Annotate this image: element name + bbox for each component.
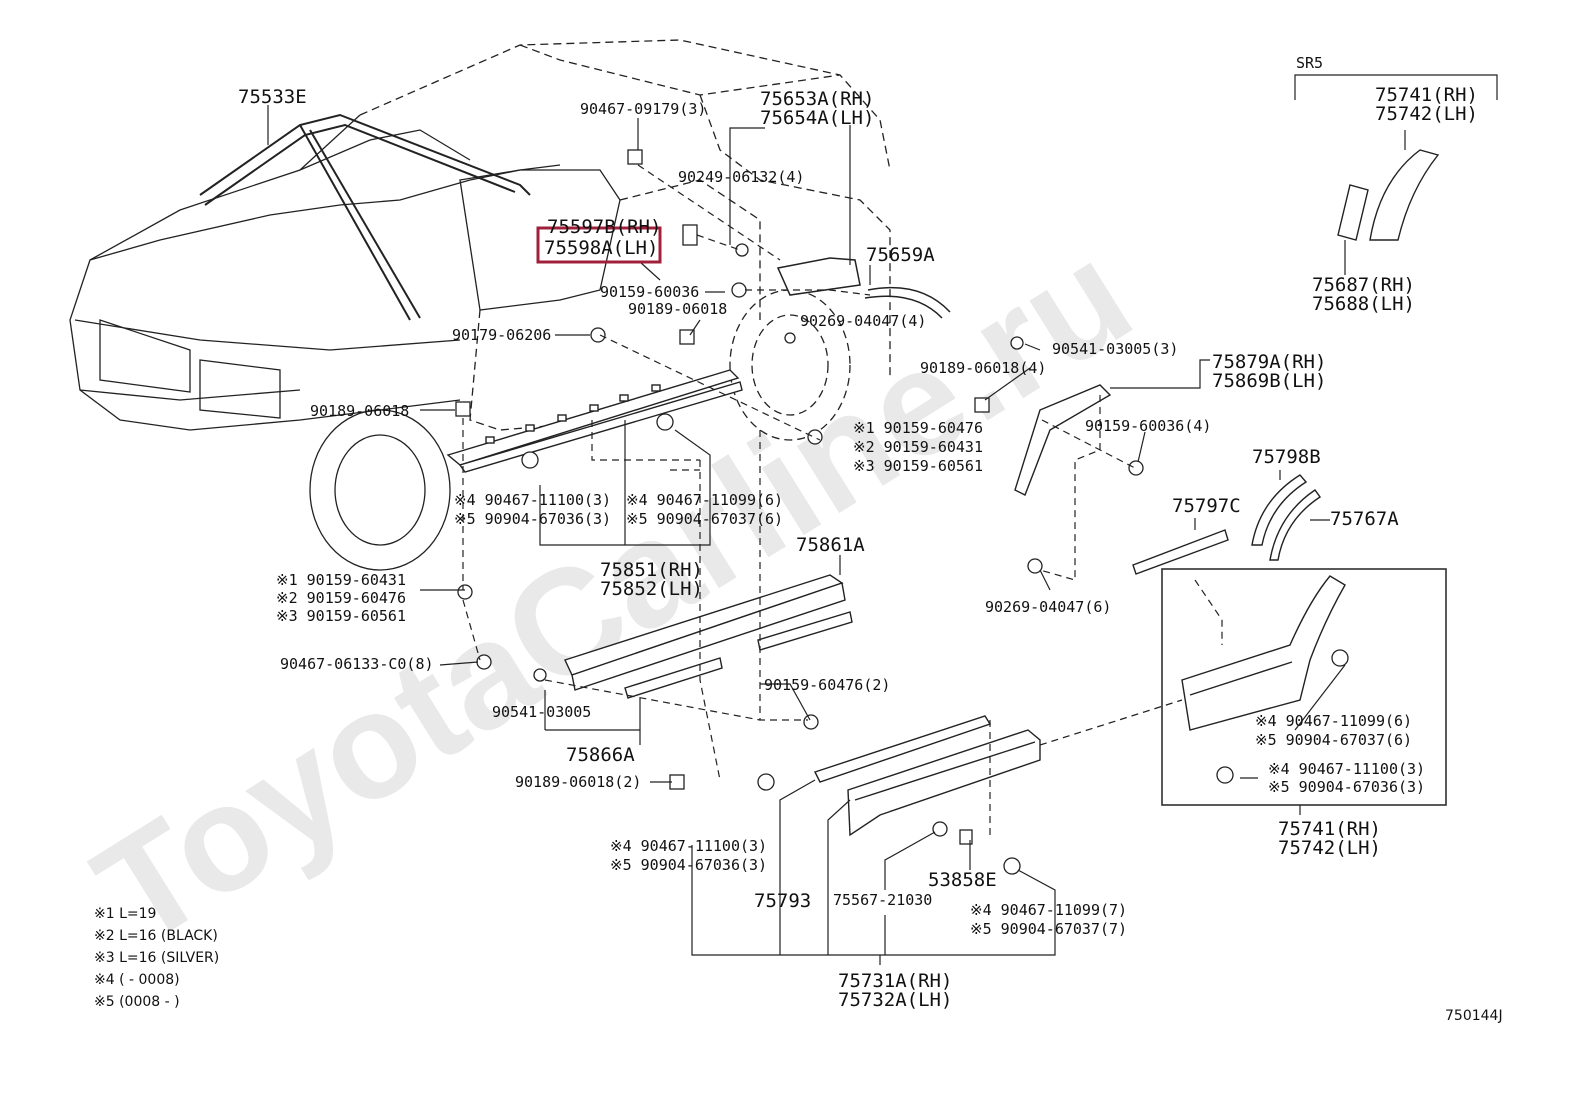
rear-fender-flare-75741[interactable]	[1181, 575, 1346, 731]
label-90189-06018-top[interactable]: 90189-06018	[628, 300, 727, 318]
label-75533E[interactable]: 75533E	[238, 86, 307, 108]
rear-arch-trims[interactable]	[1014, 384, 1321, 575]
label-r3-90159-60561[interactable]: ※3 90159-60561	[853, 457, 983, 475]
label-75688[interactable]: 75688(LH)	[1312, 293, 1415, 315]
windshield-molding-75533E[interactable]	[199, 113, 531, 321]
fasteners	[455, 149, 1349, 875]
label-75687[interactable]: 75687(RH)	[1312, 274, 1415, 296]
label-90269-04047-4[interactable]: 90269-04047(4)	[800, 312, 926, 330]
label-75731A[interactable]: 75731A(RH)	[838, 970, 952, 992]
label-75597B[interactable]: 75597B(RH)	[547, 216, 661, 238]
label-90189-06018-4[interactable]: 90189-06018(4)	[920, 359, 1046, 377]
label-75793[interactable]: 75793	[754, 890, 811, 912]
label-b5-90904-67037[interactable]: ※5 90904-67037(6)	[1255, 731, 1412, 749]
label-m5-90904-67037[interactable]: ※5 90904-67037(6)	[626, 510, 783, 528]
leader-lines	[267, 74, 1498, 965]
label-90159-60036-4[interactable]: 90159-60036(4)	[1085, 417, 1211, 435]
label-75798B[interactable]: 75798B	[1252, 446, 1321, 468]
label-90179-06206[interactable]: 90179-06206	[452, 326, 551, 344]
label-l2-90159-60476[interactable]: ※2 90159-60476	[276, 589, 406, 607]
label-l3-90159-60561[interactable]: ※3 90159-60561	[276, 607, 406, 625]
label-75741-bottom[interactable]: 75741(RH)	[1278, 818, 1381, 840]
label-m4-90467-11099[interactable]: ※4 90467-11099(6)	[626, 491, 783, 509]
highlight-box	[536, 226, 662, 264]
label-r1-90159-60476[interactable]: ※1 90159-60476	[853, 419, 983, 437]
label-l1-90159-60431[interactable]: ※1 90159-60431	[276, 571, 406, 589]
label-90189-06018-2[interactable]: 90189-06018(2)	[515, 773, 641, 791]
door-molding-75731A[interactable]	[814, 715, 1041, 837]
note-1: ※1 L=19	[94, 906, 156, 922]
label-75598A-highlighted[interactable]: 75598A(LH)	[544, 237, 658, 259]
label-sr5[interactable]: SR5	[1296, 54, 1323, 72]
note-5: ※5 (0008 - )	[94, 994, 180, 1010]
label-c4-90467-11100[interactable]: ※4 90467-11100(3)	[610, 837, 767, 855]
label-90159-60476-2[interactable]: 90159-60476(2)	[764, 676, 890, 694]
dashed-connections	[462, 164, 1223, 840]
label-90159-60036[interactable]: 90159-60036	[600, 283, 699, 301]
rocker-molding-75851[interactable]	[446, 369, 743, 473]
label-75659A[interactable]: 75659A	[866, 244, 935, 266]
label-53858E[interactable]: 53858E	[928, 869, 997, 891]
label-75742-top[interactable]: 75742(LH)	[1375, 103, 1478, 125]
diagram-code: 750144J	[1445, 1008, 1503, 1024]
label-75732A[interactable]: 75732A(LH)	[838, 989, 952, 1011]
label-90541-03005-3[interactable]: 90541-03005(3)	[1052, 340, 1178, 358]
label-b4-90467-11099[interactable]: ※4 90467-11099(6)	[1255, 712, 1412, 730]
label-75741-top[interactable]: 75741(RH)	[1375, 84, 1478, 106]
label-75767A[interactable]: 75767A	[1330, 508, 1399, 530]
label-d4-90467-11099[interactable]: ※4 90467-11099(7)	[970, 901, 1127, 919]
label-75797C[interactable]: 75797C	[1172, 495, 1241, 517]
label-m4-90467-11100[interactable]: ※4 90467-11100(3)	[454, 491, 611, 509]
label-90269-04047-6[interactable]: 90269-04047(6)	[985, 598, 1111, 616]
label-c5-90904-67036[interactable]: ※5 90904-67036(3)	[610, 856, 767, 874]
label-90189-06018-left[interactable]: 90189-06018	[310, 402, 409, 420]
label-75653A[interactable]: 75653A(RH)	[760, 88, 874, 110]
label-90467-06133-C0[interactable]: 90467-06133-C0(8)	[280, 655, 434, 673]
label-75742-bottom[interactable]: 75742(LH)	[1278, 837, 1381, 859]
label-75866A[interactable]: 75866A	[566, 744, 635, 766]
label-b5-90904-67036[interactable]: ※5 90904-67036(3)	[1268, 778, 1425, 796]
label-75851[interactable]: 75851(RH)	[600, 559, 703, 581]
rear-flare-detail-box	[1161, 568, 1447, 806]
fender-flare-front[interactable]	[776, 257, 951, 319]
label-75852[interactable]: 75852(LH)	[600, 578, 703, 600]
part-labels: 75533E 75653A(RH) 75654A(LH) 90467-09179…	[238, 54, 1478, 1011]
label-75861A[interactable]: 75861A	[796, 534, 865, 556]
note-4: ※4 ( - 0008)	[94, 972, 180, 988]
label-90541-03005[interactable]: 90541-03005	[492, 703, 591, 721]
note-3: ※3 L=16 (SILVER)	[94, 950, 219, 966]
notes-legend: ※1 L=19 ※2 L=16 (BLACK) ※3 L=16 (SILVER)…	[94, 906, 219, 1010]
label-90467-09179[interactable]: 90467-09179(3)	[580, 100, 706, 118]
label-b4-90467-11100[interactable]: ※4 90467-11100(3)	[1268, 760, 1425, 778]
label-r2-90159-60431[interactable]: ※2 90159-60431	[853, 438, 983, 456]
label-75567-21030[interactable]: 75567-21030	[833, 891, 932, 909]
label-75654A[interactable]: 75654A(LH)	[760, 107, 874, 129]
label-d5-90904-67037[interactable]: ※5 90904-67037(7)	[970, 920, 1127, 938]
label-75879A[interactable]: 75879A(RH)	[1212, 351, 1326, 373]
label-90249-06132[interactable]: 90249-06132(4)	[678, 168, 804, 186]
label-m5-90904-67036[interactable]: ※5 90904-67036(3)	[454, 510, 611, 528]
note-2: ※2 L=16 (BLACK)	[94, 928, 218, 944]
label-75869B[interactable]: 75869B(LH)	[1212, 370, 1326, 392]
rear-fender-flare-sr5[interactable]	[1337, 149, 1440, 241]
